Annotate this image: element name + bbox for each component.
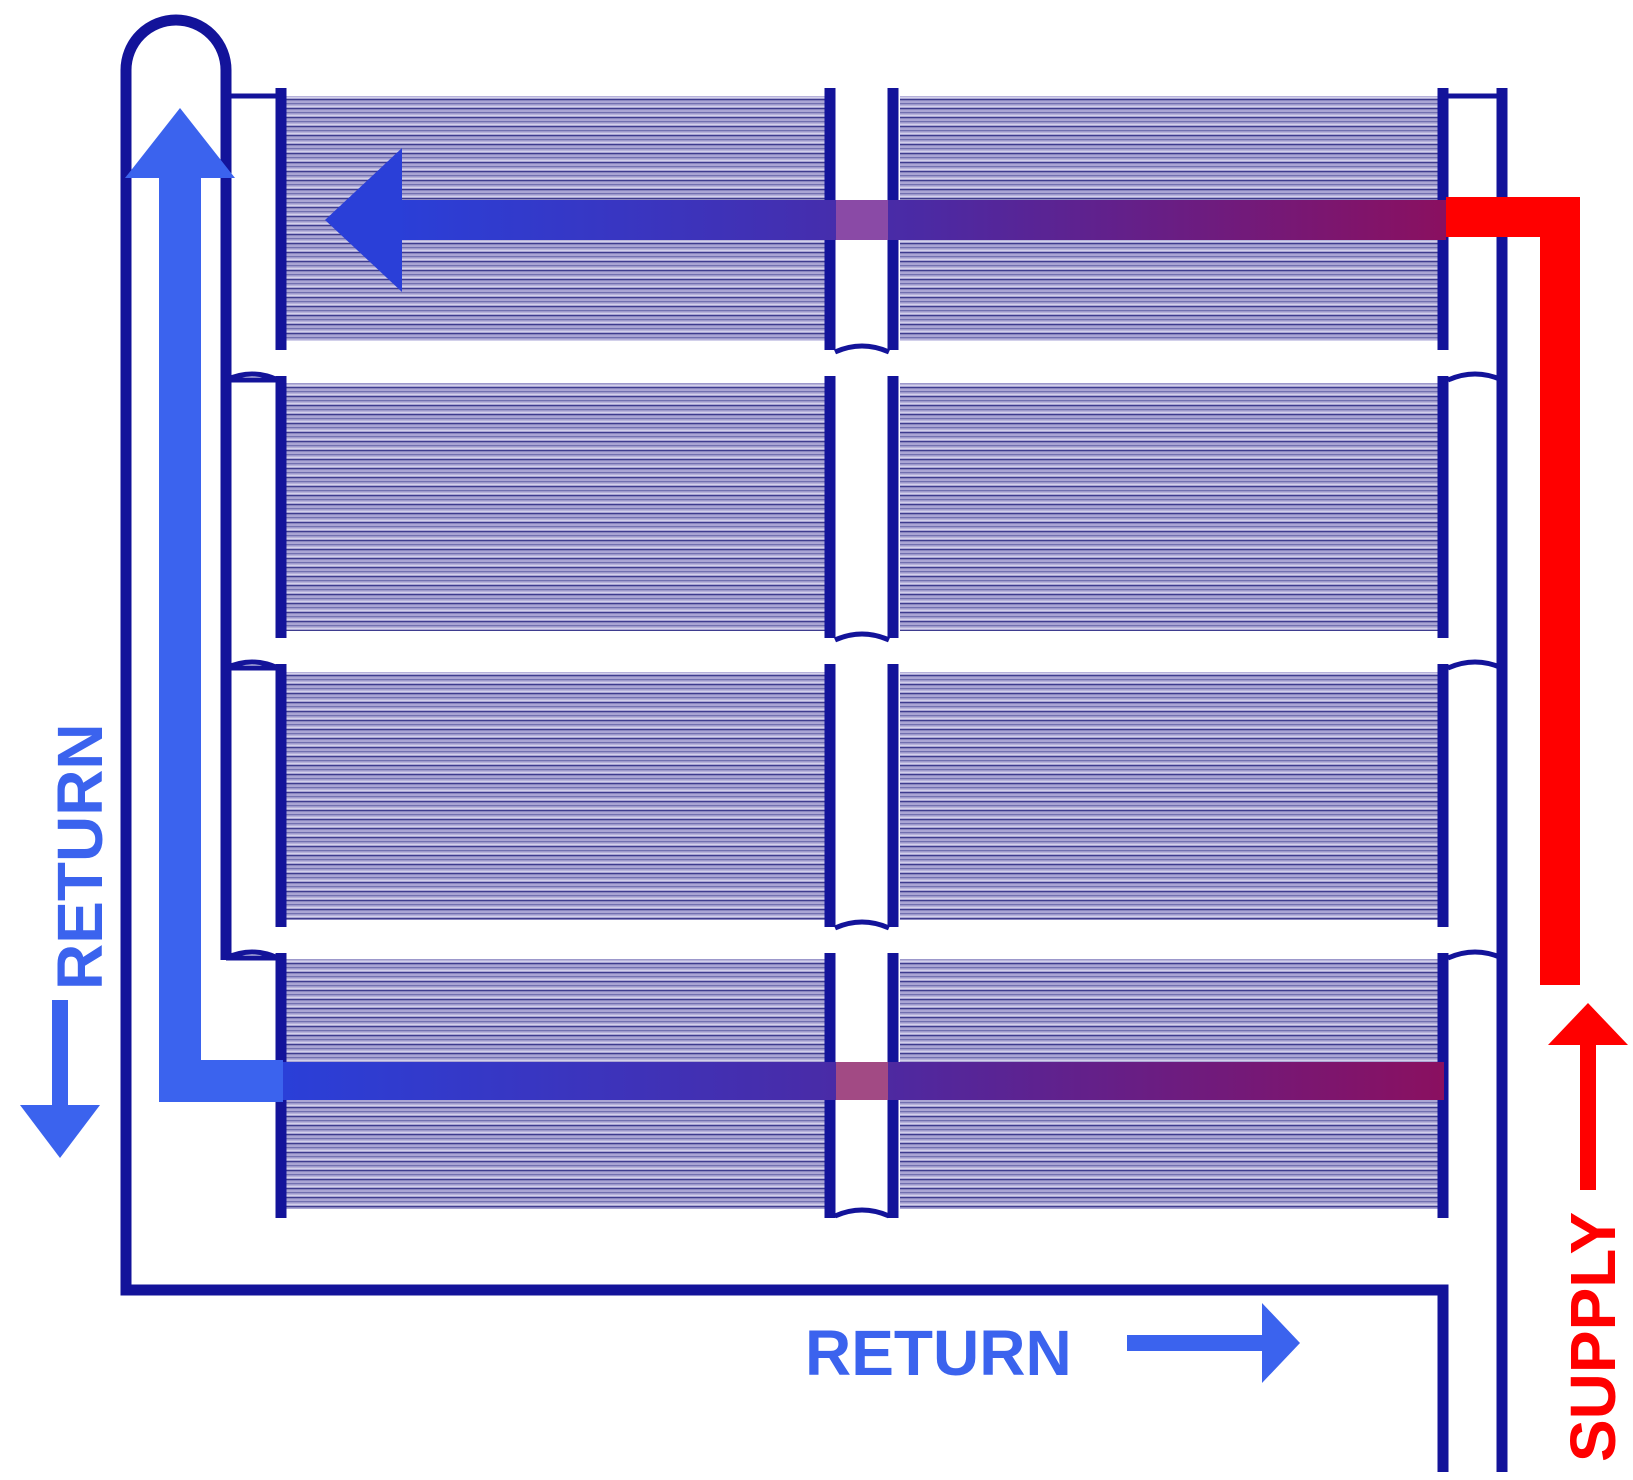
left-return-pipe: [120, 14, 1449, 1472]
middle-couplers: [833, 343, 891, 1219]
return-vertical-label: RETURN: [44, 723, 116, 990]
return-down-arrow: [20, 1000, 100, 1158]
bottom-flow-bar: [283, 1062, 1444, 1100]
panel-row3-right: [900, 672, 1444, 920]
return-horizontal-text: RETURN: [805, 1317, 1072, 1389]
top-flow-arrow: [325, 148, 1446, 292]
supply-pipe: [1446, 197, 1580, 985]
panel-grid: [283, 96, 1444, 1209]
supply-text: SUPPLY: [1557, 1212, 1629, 1462]
left-header-connectors: [224, 93, 280, 961]
panel-row2-left: [283, 383, 830, 631]
supply-label: SUPPLY: [1557, 1212, 1629, 1462]
panel-row3-left: [283, 672, 830, 920]
return-right-arrow: [1127, 1303, 1300, 1383]
panel-row2-right: [900, 383, 1444, 631]
supply-up-arrow: [1548, 1003, 1628, 1190]
return-flow-arrow: [125, 108, 283, 1102]
return-vertical-text: RETURN: [44, 723, 116, 990]
